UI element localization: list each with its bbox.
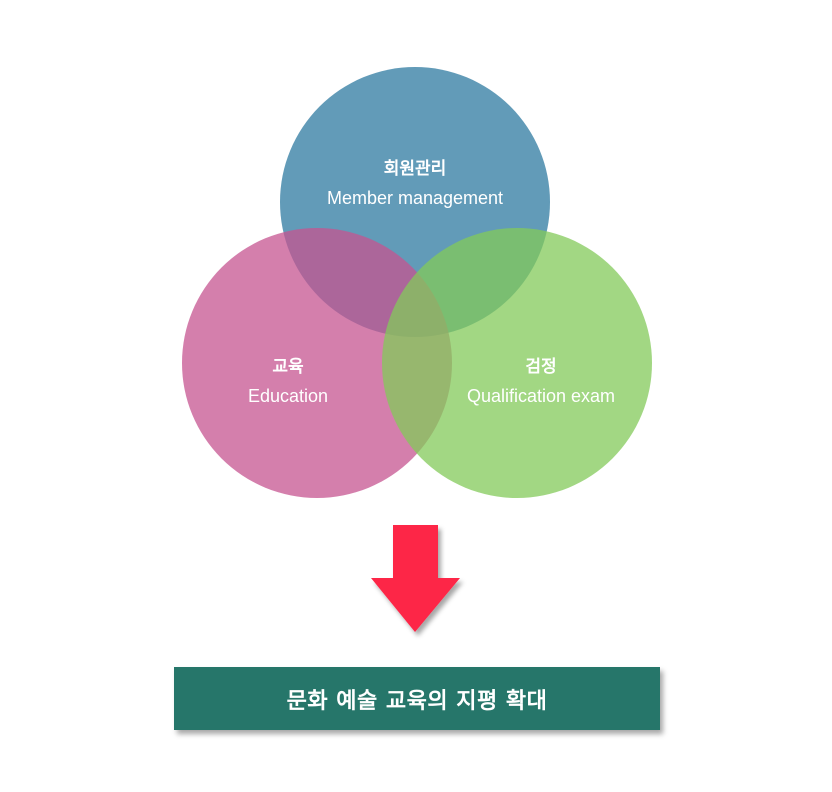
member-title: 회원관리 [384, 159, 447, 179]
circle-qualification-exam [382, 228, 652, 498]
education-title: 교육 [272, 357, 304, 377]
qualification-title: 검정 [525, 357, 556, 377]
qualification-subtitle: Qualification exam [467, 386, 615, 406]
result-banner: 문화 예술 교육의 지평 확대 [174, 667, 660, 730]
down-arrow-icon [371, 525, 460, 632]
circle-education [182, 228, 452, 498]
banner-text: 문화 예술 교육의 지평 확대 [286, 688, 548, 714]
member-subtitle: Member management [327, 188, 503, 208]
education-subtitle: Education [248, 386, 328, 406]
